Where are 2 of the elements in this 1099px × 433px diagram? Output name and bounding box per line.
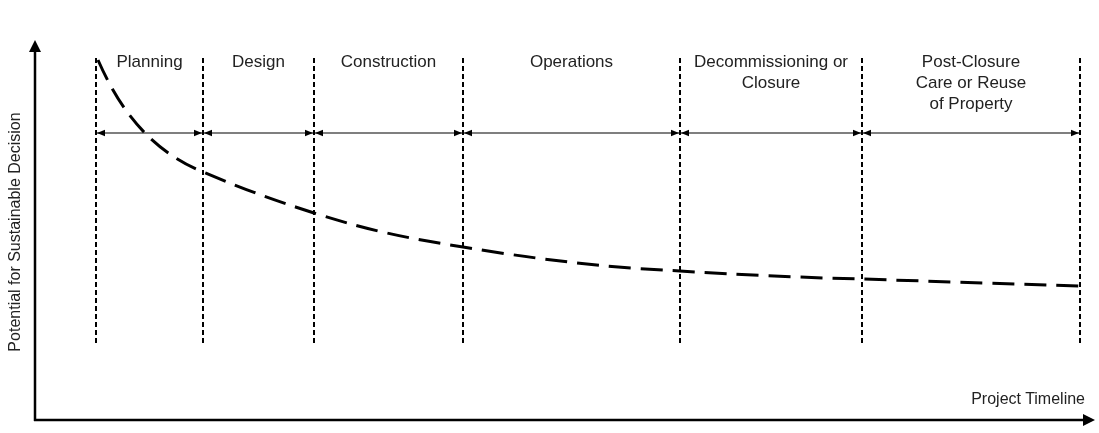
axis-title: Potential for Sustainable Decision <box>6 112 24 352</box>
axis-title: Project Timeline <box>971 390 1085 408</box>
